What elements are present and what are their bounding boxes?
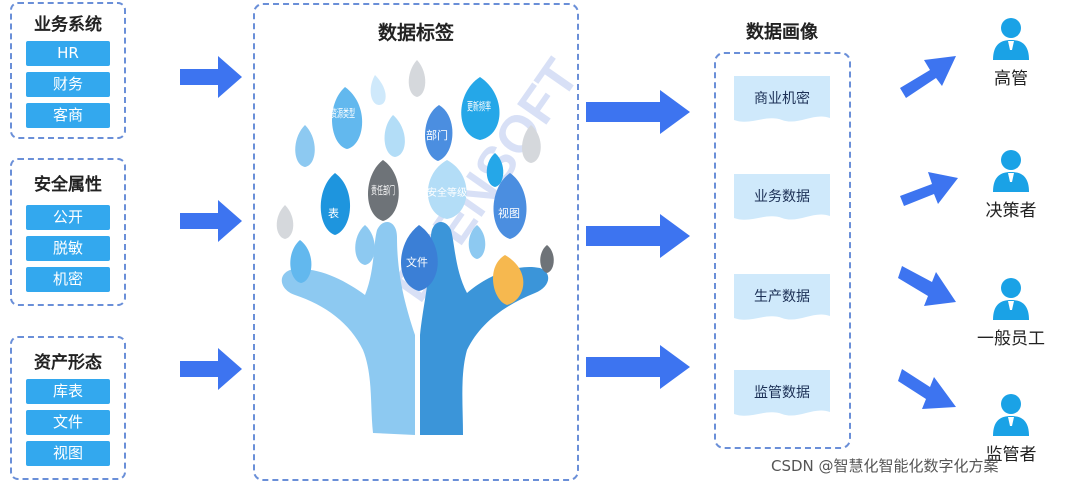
leaf [384, 115, 405, 157]
left-hand [281, 221, 415, 435]
arrow-right-icon [586, 345, 690, 389]
arrow-right-icon [180, 56, 242, 98]
leaf [355, 225, 375, 265]
person-icon [993, 18, 1029, 60]
leaf [486, 153, 504, 187]
portrait-card-regulatory-data[interactable]: 监管数据 [734, 370, 830, 420]
card-label: 业务数据 [754, 189, 810, 205]
leaf [332, 87, 363, 149]
role-label: 决策者 [985, 201, 1037, 221]
leaf [368, 160, 399, 221]
arrow-down-right-icon [898, 266, 956, 306]
footer-watermark: CSDN @智慧化智能化数字化方案 [771, 457, 999, 475]
chip-view[interactable]: 视图 [26, 441, 110, 466]
chip-db-table[interactable]: 库表 [26, 379, 110, 404]
leaf [401, 225, 438, 291]
leaf-label-file: 文件 [406, 255, 428, 269]
leaf-label-resource-type: 资源类型 [331, 106, 355, 120]
leaf [425, 105, 453, 161]
document-card-shape [734, 174, 830, 220]
portrait-title: 数据画像 [746, 22, 818, 43]
leaf [370, 75, 386, 105]
chip-confidential[interactable]: 机密 [26, 267, 110, 292]
leaf [290, 240, 312, 283]
leaf [468, 225, 486, 259]
leaf-label-security-level: 安全等级 [427, 186, 467, 199]
arrow-right-icon [180, 200, 242, 242]
leaf [522, 125, 541, 163]
group-business-system: 业务系统 HR 财务 客商 [10, 2, 126, 139]
leaf-label-view: 视图 [498, 206, 520, 220]
leaf [493, 173, 527, 239]
arrow-right-icon [586, 214, 690, 258]
role-label: 一般员工 [977, 329, 1045, 349]
data-tag-panel: 数据标签 ESENSOFT 资源类型 更新频率 部门 [253, 3, 579, 481]
group-security-attribute: 安全属性 公开 脱敏 机密 [10, 158, 126, 306]
leaf [427, 160, 467, 219]
role-executive[interactable]: 高管 [966, 16, 1056, 89]
leaf-label-responsible-dept: 责任部门 [371, 183, 395, 197]
role-decision-maker[interactable]: 决策者 [966, 148, 1056, 221]
leaf [408, 60, 426, 97]
person-icon [993, 150, 1029, 192]
tree-illustration: ESENSOFT 资源类型 更新频率 部门 责任部门 安全等级 表 视图 [276, 49, 577, 435]
group-title: 资产形态 [34, 353, 102, 373]
leaf [276, 205, 294, 239]
chip-desensitized[interactable]: 脱敏 [26, 236, 110, 261]
group-title: 业务系统 [34, 15, 102, 35]
arrow-right-icon [180, 348, 242, 390]
chip-file[interactable]: 文件 [26, 410, 110, 435]
data-portrait-panel: 商业机密 业务数据 生产数据 监管数据 [714, 52, 851, 449]
role-label: 高管 [994, 69, 1028, 89]
leaf [461, 77, 500, 140]
leaf-label-table: 表 [328, 206, 339, 220]
card-label: 监管数据 [754, 385, 810, 401]
document-card-shape [734, 76, 830, 122]
portrait-card-production-data[interactable]: 生产数据 [734, 274, 830, 324]
center-title: 数据标签 [377, 22, 454, 44]
right-hand [420, 221, 549, 435]
arrow-right-icon [586, 90, 690, 134]
portrait-card-business-data[interactable]: 业务数据 [734, 174, 830, 224]
arrow-up-right-icon [900, 172, 958, 206]
document-card-shape [734, 274, 830, 320]
arrow-up-right-icon [900, 56, 956, 98]
leaf [320, 173, 351, 235]
leaf [295, 125, 315, 167]
role-label: 监管者 [985, 445, 1037, 465]
leaf [540, 245, 554, 273]
leaf-orange [492, 255, 524, 305]
leaf-label-department: 部门 [426, 128, 448, 142]
role-general-staff[interactable]: 一般员工 [966, 276, 1056, 349]
group-title: 安全属性 [34, 175, 102, 195]
chip-merchant[interactable]: 客商 [26, 103, 110, 128]
document-card-shape [734, 370, 830, 416]
role-regulator[interactable]: 监管者 [966, 392, 1056, 465]
chip-public[interactable]: 公开 [26, 205, 110, 230]
person-icon [993, 394, 1029, 436]
person-icon [993, 278, 1029, 320]
chip-finance[interactable]: 财务 [26, 72, 110, 97]
group-asset-form: 资产形态 库表 文件 视图 [10, 336, 126, 480]
card-label: 商业机密 [754, 91, 810, 107]
arrow-down-right-icon [898, 369, 956, 409]
card-label: 生产数据 [754, 289, 810, 305]
chip-hr[interactable]: HR [26, 41, 110, 66]
portrait-card-commercial-secret[interactable]: 商业机密 [734, 76, 830, 126]
leaf-label-update-frequency: 更新频率 [467, 99, 491, 113]
